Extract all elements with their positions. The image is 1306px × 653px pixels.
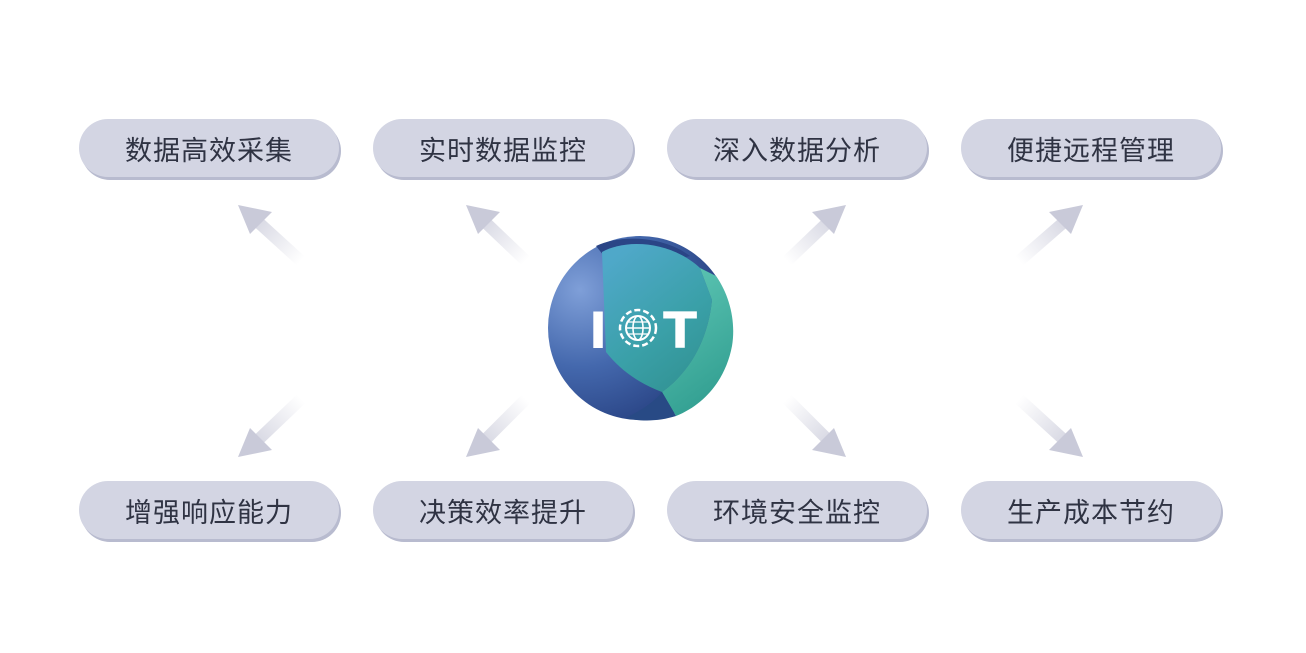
globe-icon [618,308,658,348]
feature-data-collection: 数据高效采集 [79,119,339,177]
arrow-up-right-1 [781,205,846,267]
feature-remote-management: 便捷远程管理 [961,119,1221,177]
arrow-up-left-2 [466,205,532,267]
feature-decision-efficiency: 决策效率提升 [373,481,633,539]
arrow-up-right-2 [1014,205,1083,267]
arrow-down-left-2 [466,393,532,457]
logo-letter-t: T [663,302,697,360]
feature-cost-saving: 生产成本节约 [961,481,1221,539]
arrow-down-left-1 [238,393,307,457]
logo-letter-i: I [589,302,608,360]
arrow-down-right-1 [781,393,846,457]
feature-realtime-monitoring: 实时数据监控 [373,119,633,177]
arrow-up-left-1 [238,205,307,267]
feature-response-capability: 增强响应能力 [79,481,339,539]
arrow-down-right-2 [1013,393,1083,457]
feature-data-analysis: 深入数据分析 [667,119,927,177]
feature-environment-safety: 环境安全监控 [667,481,927,539]
